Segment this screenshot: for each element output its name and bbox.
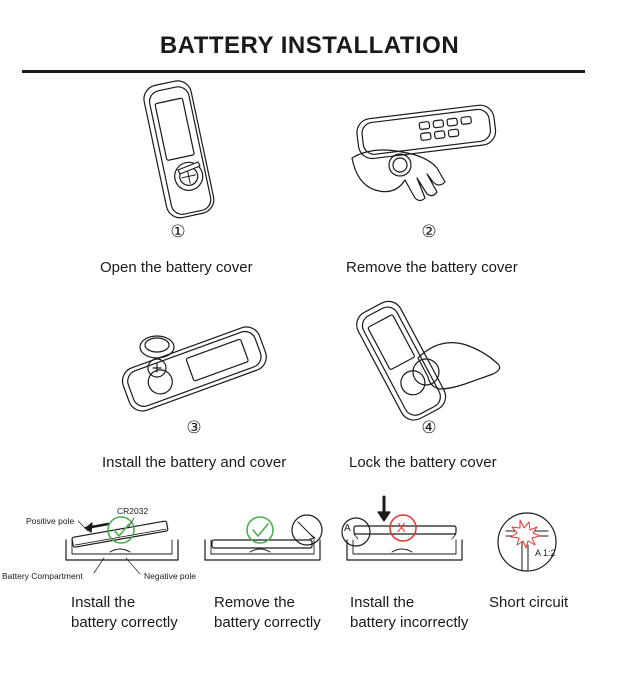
caption-line: battery correctly	[71, 614, 178, 631]
caption-install-correctly: Install the battery correctly	[71, 593, 178, 633]
title-underline	[22, 70, 585, 73]
diagram-install-correctly	[65, 516, 179, 575]
diagram-short-circuit	[497, 512, 557, 572]
step1-caption: Open the battery cover	[100, 259, 253, 276]
label-cr2032: CR2032	[117, 506, 149, 516]
step3-number: ③	[186, 418, 202, 438]
caption-short-circuit: Short circuit	[489, 593, 568, 613]
step4-remote-illustration	[356, 300, 501, 421]
step3-caption: Install the battery and cover	[102, 454, 287, 471]
label-detail-scale: A 1:2	[535, 548, 556, 558]
caption-remove-correctly: Remove the battery correctly	[214, 593, 321, 633]
step2-remote-illustration	[351, 104, 497, 202]
caption-install-incorrectly: Install the battery incorrectly	[350, 593, 468, 633]
step3-remote-illustration	[121, 326, 267, 412]
step2-caption: Remove the battery cover	[346, 259, 518, 276]
step4-number: ④	[421, 418, 437, 438]
caption-line: Install the	[71, 594, 136, 611]
caption-line: battery correctly	[214, 614, 321, 631]
caption-line: battery incorrectly	[350, 614, 469, 631]
page-title: BATTERY INSTALLATION	[159, 32, 460, 59]
step4-caption: Lock the battery cover	[349, 454, 497, 471]
label-detail-a: A	[344, 523, 351, 534]
caption-line: Remove the	[214, 594, 295, 611]
step2-number: ②	[421, 222, 437, 242]
caption-line: Short circuit	[489, 594, 569, 611]
step1-remote-illustration	[143, 80, 215, 219]
wrong-mark: X	[397, 520, 406, 535]
label-battery-compartment: Battery Compartment	[2, 571, 83, 581]
diagram-remove-correctly	[204, 514, 323, 561]
label-negative-pole: Negative pole	[144, 571, 196, 581]
diagram-install-incorrectly	[341, 495, 463, 561]
caption-line: Install the	[350, 594, 415, 611]
label-positive-pole: Positive pole	[26, 516, 75, 526]
step1-number: ①	[170, 222, 186, 242]
